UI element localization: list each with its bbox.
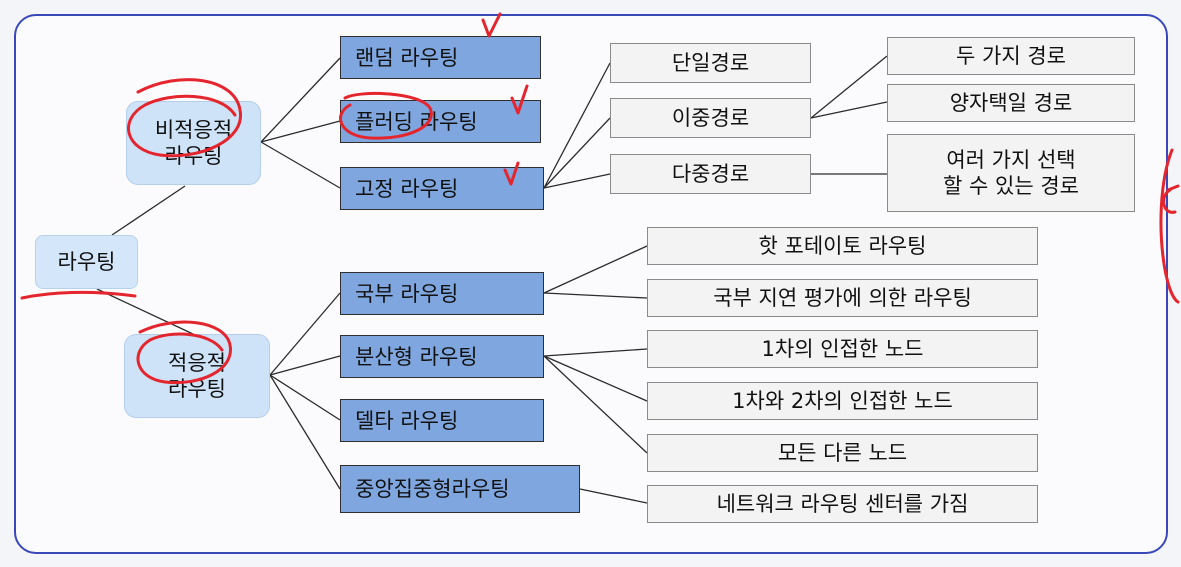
detail-local-delay: 국부 지연 평가에 의한 라우팅	[647, 279, 1038, 317]
detail-alternative-path: 양자택일 경로	[887, 84, 1135, 122]
category-adaptive: 적응적 라우팅	[124, 334, 270, 418]
method-centralized: 중앙집중형라우팅	[340, 465, 580, 513]
detail-all-nodes: 모든 다른 노드	[647, 434, 1038, 472]
category-non-adaptive: 비적응적 라우팅	[126, 101, 261, 185]
detail-selectable-paths: 여러 가지 선택 할 수 있는 경로	[887, 134, 1135, 212]
detail-first-neighbor: 1차의 인접한 노드	[647, 330, 1038, 368]
path-multi: 다중경로	[610, 154, 811, 194]
path-single: 단일경로	[610, 43, 811, 83]
method-delta: 델타 라우팅	[340, 399, 544, 442]
path-dual: 이중경로	[610, 98, 811, 138]
detail-two-paths: 두 가지 경로	[887, 37, 1135, 75]
method-random: 랜덤 라우팅	[340, 36, 541, 79]
detail-hot-potato: 핫 포테이토 라우팅	[647, 227, 1038, 265]
method-flooding: 플러딩 라우팅	[340, 100, 541, 143]
detail-second-neighbor: 1차와 2차의 인접한 노드	[647, 382, 1038, 420]
method-fixed: 고정 라우팅	[340, 167, 544, 210]
root-node: 라우팅	[35, 235, 138, 289]
detail-routing-center: 네트워크 라우팅 센터를 가짐	[647, 485, 1038, 523]
method-distributed: 분산형 라우팅	[340, 335, 544, 378]
method-local: 국부 라우팅	[340, 272, 544, 315]
